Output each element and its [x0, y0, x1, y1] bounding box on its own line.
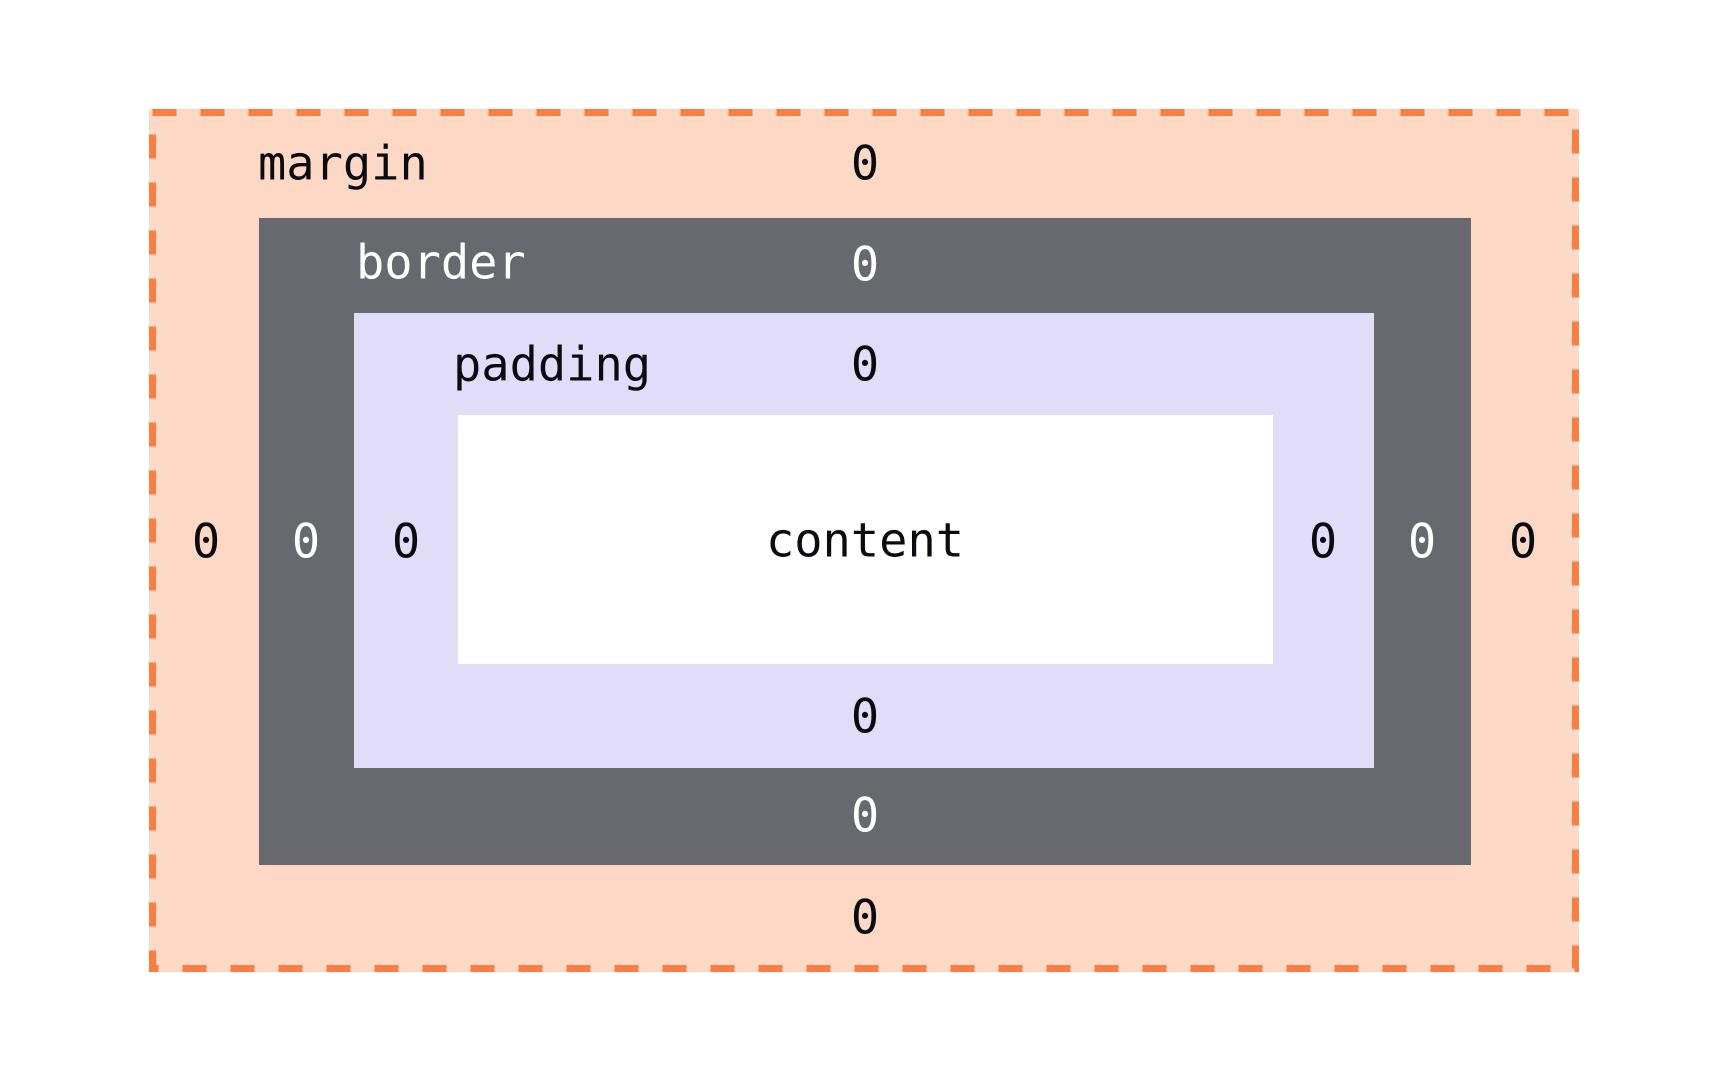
content-box — [458, 414, 1273, 664]
padding-top-value: 0 — [850, 337, 880, 392]
margin-right-value: 0 — [1508, 514, 1538, 569]
margin-left-value: 0 — [191, 514, 221, 569]
border-left-value: 0 — [291, 514, 321, 569]
padding-bottom-value: 0 — [850, 689, 880, 744]
padding-right-value: 0 — [1308, 514, 1338, 569]
border-bottom-value: 0 — [850, 788, 880, 843]
content-label: content — [765, 513, 965, 568]
border-top-value: 0 — [850, 237, 880, 292]
padding-left-value: 0 — [391, 514, 421, 569]
margin-bottom-value: 0 — [850, 890, 880, 945]
padding-label: padding — [453, 337, 652, 392]
margin-top-value: 0 — [850, 136, 880, 191]
border-right-value: 0 — [1407, 514, 1437, 569]
border-label: border — [356, 235, 526, 290]
box-model-diagram: margin border padding content 0 0 0 0 0 … — [149, 108, 1579, 972]
margin-label: margin — [258, 136, 428, 191]
